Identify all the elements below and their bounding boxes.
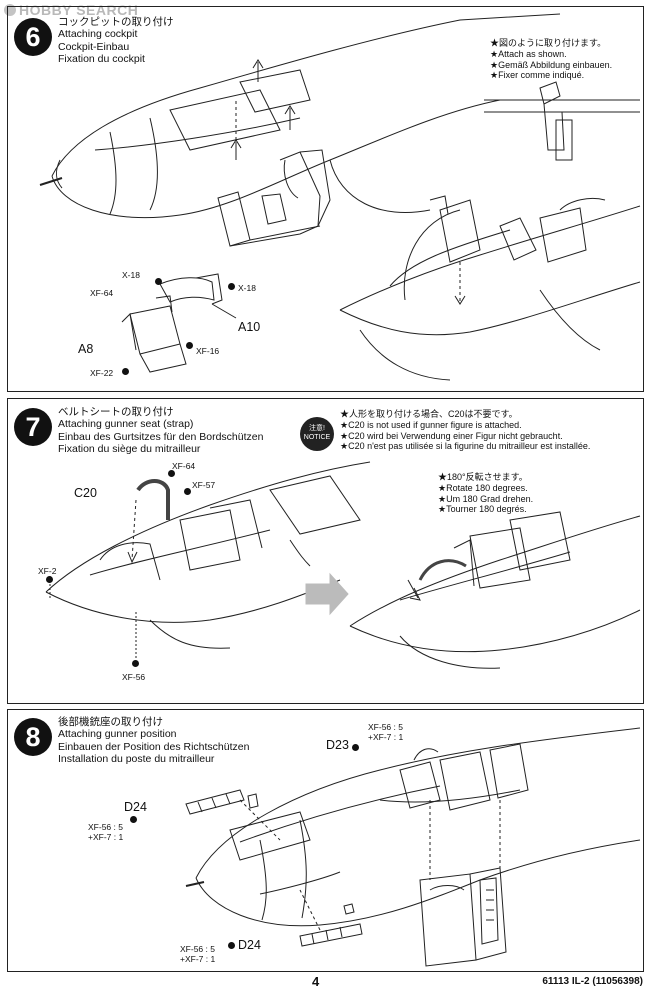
step-8-number: 8 bbox=[14, 718, 52, 756]
label-d24-lower: D24 bbox=[238, 938, 261, 952]
paint-dot-icon bbox=[46, 576, 53, 583]
label-a10: A10 bbox=[238, 320, 261, 334]
label-xf16: XF-16 bbox=[196, 346, 220, 356]
label-a8: A8 bbox=[78, 342, 94, 356]
label-xf57: XF-57 bbox=[192, 480, 216, 490]
label-xf22: XF-22 bbox=[90, 368, 114, 378]
step-6-notes: ★図のように取り付けます。 ★Attach as shown. ★Gemäß A… bbox=[490, 38, 613, 81]
step-8-panel bbox=[7, 709, 644, 972]
step-8-titles: 後部機銃座の取り付け Attaching gunner position Ein… bbox=[58, 716, 250, 766]
label-xf64: XF-64 bbox=[172, 461, 196, 471]
paint-dot-icon bbox=[155, 278, 162, 285]
step-6-title-en: Attaching cockpit bbox=[58, 28, 138, 41]
notice-badge: 注意! NOTICE bbox=[300, 417, 334, 451]
label-x18-a: X-18 bbox=[122, 270, 140, 280]
paint-dot-icon bbox=[186, 342, 193, 349]
paint-dot-icon bbox=[130, 816, 137, 823]
step-7-panel bbox=[7, 398, 644, 704]
paint-dot-icon bbox=[228, 942, 235, 949]
label-d23: D23 bbox=[326, 738, 349, 752]
label-mix3-a: XF-56 : 5 bbox=[180, 944, 215, 954]
page-number: 4 bbox=[312, 974, 320, 989]
label-mix1-b: +XF-7 : 1 bbox=[368, 732, 404, 742]
paint-dot-icon bbox=[132, 660, 139, 667]
step-7-titles: ベルトシートの取り付け Attaching gunner seat (strap… bbox=[58, 406, 264, 456]
paint-dot-icon bbox=[122, 368, 129, 375]
step-7-number: 7 bbox=[14, 408, 52, 446]
step-6-titles: コックピットの取り付け Attaching cockpit Cockpit-Ei… bbox=[58, 16, 174, 66]
step-6-title-ja: コックピットの取り付け bbox=[58, 16, 174, 28]
paint-dot-icon bbox=[184, 488, 191, 495]
label-xf2: XF-2 bbox=[38, 566, 57, 576]
label-mix1-a: XF-56 : 5 bbox=[368, 722, 403, 732]
paint-dot-icon bbox=[168, 470, 175, 477]
step-6-number: 6 bbox=[14, 18, 52, 56]
label-mix2-a: XF-56 : 5 bbox=[88, 822, 123, 832]
label-xf64: XF-64 bbox=[90, 288, 114, 298]
label-mix3-b: +XF-7 : 1 bbox=[180, 954, 216, 964]
label-x18-b: X-18 bbox=[238, 283, 256, 293]
label-xf56: XF-56 bbox=[122, 672, 146, 682]
label-mix2-b: +XF-7 : 1 bbox=[88, 832, 124, 842]
step-6-title-de: Cockpit-Einbau bbox=[58, 40, 130, 53]
step-6-title-fr: Fixation du cockpit bbox=[58, 53, 145, 66]
label-c20: C20 bbox=[74, 486, 97, 500]
step-6-panel bbox=[7, 6, 644, 392]
step-7-rotate-note: ★180°反転させます。 ★Rotate 180 degrees. ★Um 18… bbox=[438, 472, 534, 515]
step-7-caution: ★人形を取り付ける場合、C20は不要です。 ★C20 is not used i… bbox=[340, 409, 591, 452]
paint-dot-icon bbox=[228, 283, 235, 290]
product-code: 61113 IL-2 (11056398) bbox=[542, 976, 643, 987]
label-d24-upper: D24 bbox=[124, 800, 147, 814]
paint-dot-icon bbox=[352, 744, 359, 751]
